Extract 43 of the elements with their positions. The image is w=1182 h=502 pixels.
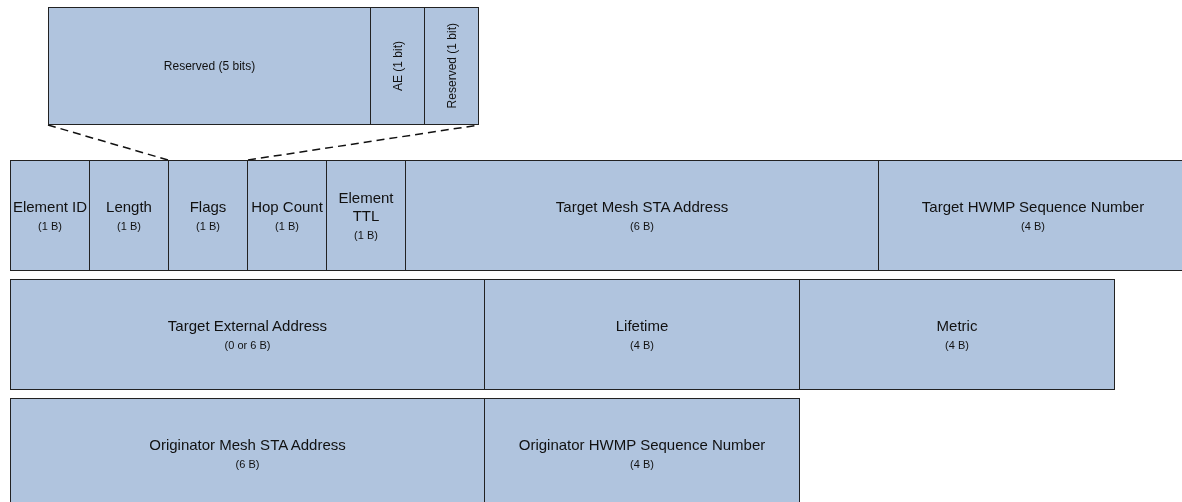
field-name: AE (1 bit) bbox=[390, 41, 405, 91]
field-box bbox=[89, 160, 169, 271]
field-size: (1 B) bbox=[38, 218, 62, 234]
field-size: (4 B) bbox=[1021, 218, 1045, 234]
field-name: Element TTL bbox=[337, 188, 395, 225]
field-name: Reserved (1 bit) bbox=[444, 23, 459, 109]
field-name: Metric bbox=[936, 316, 978, 335]
field-box bbox=[370, 7, 425, 125]
field-box bbox=[247, 160, 327, 271]
field-name: Originator Mesh STA Address bbox=[149, 435, 346, 454]
field-size: (1 B) bbox=[275, 218, 299, 234]
field-box bbox=[424, 7, 479, 125]
field-name: Target Mesh STA Address bbox=[555, 197, 729, 216]
field-box bbox=[326, 160, 406, 271]
field-name: Originator HWMP Sequence Number bbox=[518, 435, 766, 454]
field-box bbox=[799, 279, 1115, 390]
field-box bbox=[10, 279, 485, 390]
field-box bbox=[10, 160, 90, 271]
field-size: (1 B) bbox=[354, 227, 378, 243]
field-size: (1 B) bbox=[117, 218, 141, 234]
field-size: (4 B) bbox=[630, 456, 654, 472]
field-box bbox=[168, 160, 248, 271]
field-name: Target External Address bbox=[167, 316, 328, 335]
field-box bbox=[48, 7, 371, 125]
field-name: Reserved (5 bits) bbox=[163, 58, 256, 75]
field-name: Flags bbox=[189, 197, 227, 216]
field-size: (6 B) bbox=[630, 218, 654, 234]
field-size: (6 B) bbox=[235, 456, 260, 472]
field-size: (4 B) bbox=[945, 337, 969, 353]
field-name: Lifetime bbox=[615, 316, 669, 335]
field-box bbox=[878, 160, 1182, 271]
zoom-guide-line bbox=[47, 124, 169, 161]
field-name: Element ID bbox=[12, 197, 88, 216]
field-name: Length bbox=[106, 197, 152, 216]
field-size: (4 B) bbox=[630, 337, 654, 353]
field-box bbox=[484, 398, 800, 502]
field-box bbox=[484, 279, 800, 390]
field-name: Hop Count bbox=[251, 197, 323, 216]
field-box bbox=[405, 160, 879, 271]
field-size: (0 or 6 B) bbox=[224, 337, 271, 353]
field-name: Target HWMP Sequence Number bbox=[921, 197, 1145, 216]
field-box bbox=[10, 398, 485, 502]
field-size: (1 B) bbox=[196, 218, 220, 234]
